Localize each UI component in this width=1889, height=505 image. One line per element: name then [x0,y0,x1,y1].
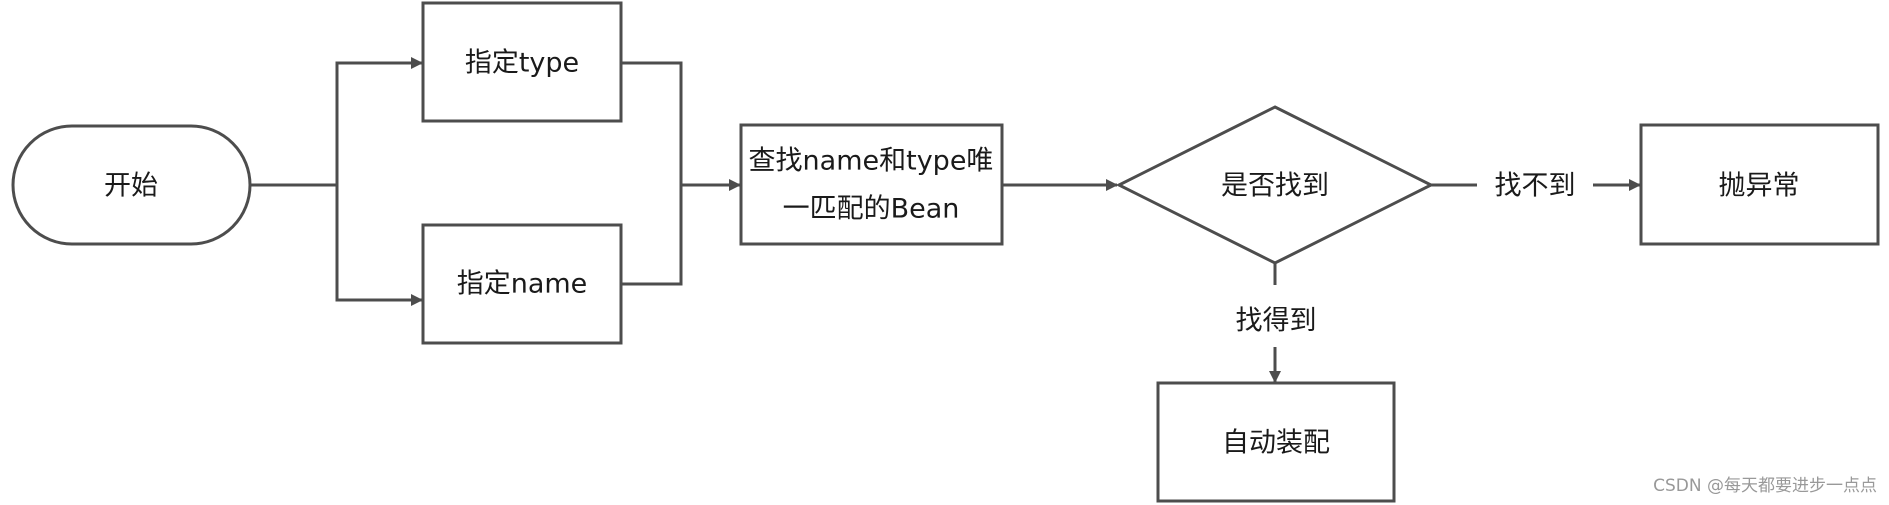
autowire-box [1156,381,1396,503]
node-specify-type: 指定type [421,1,623,123]
edge-label-not-found: 找不到 [1495,171,1576,202]
decision-diamond [1115,105,1435,265]
edge-name-to-merge [621,185,683,286]
specify-name-box [421,223,623,345]
start-terminal-shape [11,124,252,246]
lookup-box [739,123,1004,246]
autowire-label: 自动装配 [1222,428,1330,459]
specify-name-label: 指定name [457,269,588,300]
specify-type-label: 指定type [465,48,579,79]
node-found-decision: 是否找到 [1115,105,1435,265]
node-specify-name: 指定name [421,223,623,345]
lookup-label-line2: 一匹配的Bean [783,194,960,225]
edge-split-to-name [335,185,423,306]
edge-label-found: 找得到 [1236,306,1317,337]
node-start: 开始 [11,124,252,246]
node-throw-exception: 抛异常 [1639,123,1880,246]
edge-split-to-type [335,57,423,185]
specify-type-box [421,1,623,123]
node-autowire: 自动装配 [1156,381,1396,503]
watermark-text: CSDN @每天都要进步一点点 [1653,476,1877,496]
edge-label-bg-found [1228,285,1322,347]
throw-exception-label: 抛异常 [1719,171,1800,202]
lookup-label-line1: 查找name和type唯 [749,146,994,177]
start-label: 开始 [104,171,158,202]
edge-label-bg-not-found [1477,165,1593,205]
throw-exception-box [1639,123,1880,246]
node-lookup: 查找name和type唯 一匹配的Bean [739,123,1004,246]
decision-label: 是否找到 [1221,171,1329,202]
edge-type-to-merge [621,61,683,185]
